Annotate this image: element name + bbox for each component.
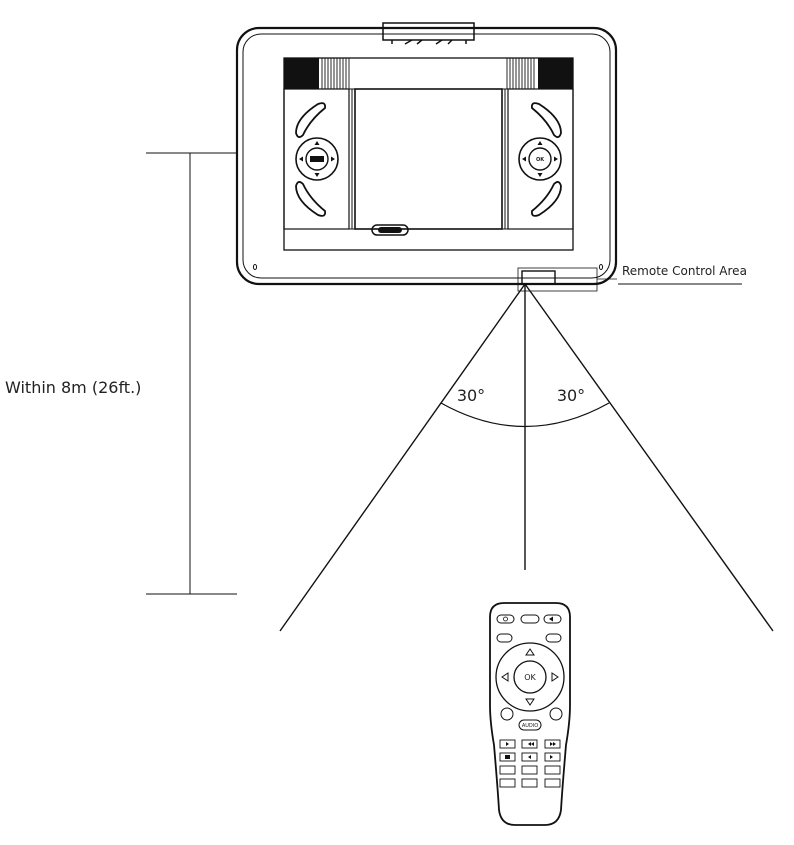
right-angle-line [524,283,774,632]
remote-body [489,602,571,826]
distance-label: Within 8m (26ft.) [5,378,141,397]
remote-button-grid [499,739,561,788]
monitor-left-buttons [295,102,339,217]
monitor-bottom-switch [371,224,409,236]
angle-arc [440,402,610,428]
monitor-screen [354,88,503,230]
monitor-unit: OK [235,22,618,286]
monitor-right-buttons: OK [518,102,562,217]
remote-control: OK AUDIO [489,602,571,826]
monitor-housing [235,26,618,286]
angle-label-right: 30° [557,386,585,405]
ir-receiver [521,270,556,285]
right-speaker-ribs [506,58,573,89]
remote-control-area-callout: Remote Control Area [517,264,747,292]
remote-ok-label: OK [524,673,536,682]
left-angle-line [279,283,526,632]
remote-control-area-label: Remote Control Area [622,264,747,278]
angle-lines: 30° 30° [279,283,774,632]
angle-label-left: 30° [457,386,485,405]
monitor-ok-label: OK [536,157,545,163]
distance-dimension: Within 8m (26ft.) [5,152,237,595]
remote-audio-label: AUDIO [522,723,538,729]
left-speaker-ribs [284,58,350,89]
